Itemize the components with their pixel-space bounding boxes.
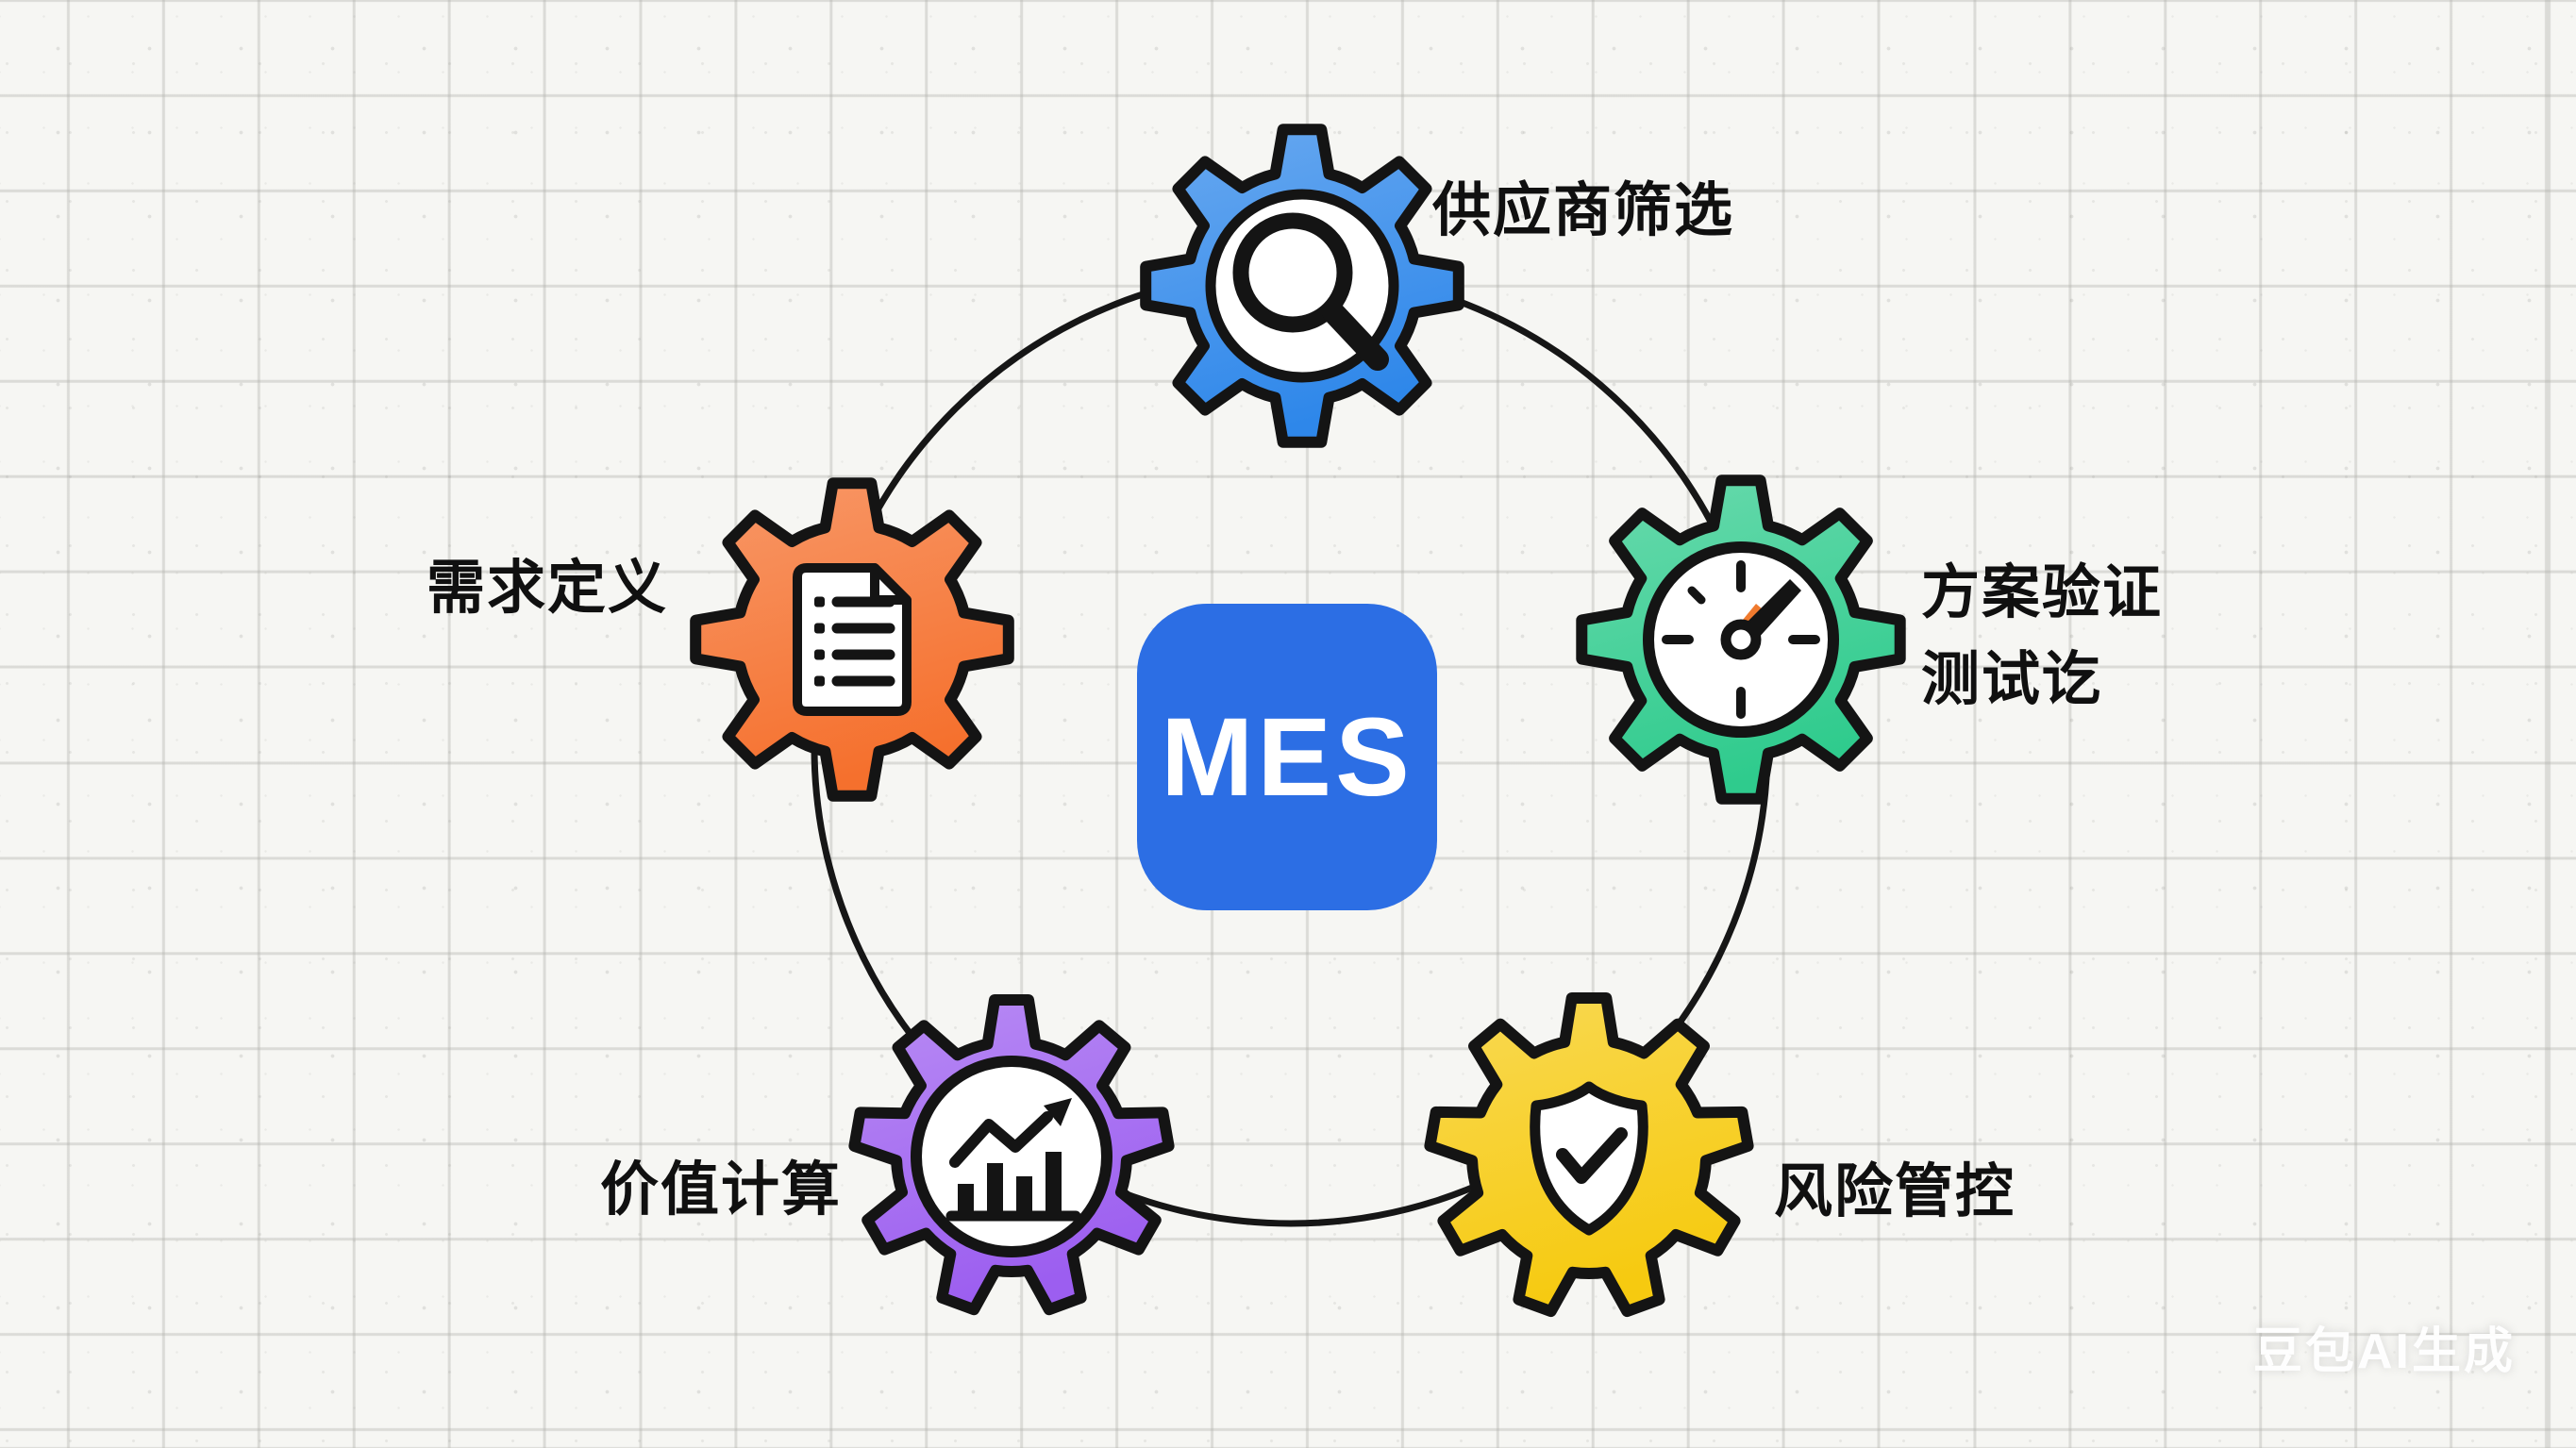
- check-mark: [1556, 1127, 1628, 1184]
- list-bullet: [814, 675, 825, 687]
- magnifier-icon: [1232, 212, 1389, 371]
- icon-disc: [911, 1056, 1112, 1257]
- shield-check-icon: [1530, 1081, 1648, 1236]
- chart-bar: [1045, 1152, 1062, 1216]
- mes-center-node: MES: [1137, 604, 1437, 910]
- bar-chart-icon: [945, 1098, 1081, 1222]
- magnifier-handle: [1322, 301, 1389, 371]
- gauge-icon: [1662, 560, 1820, 719]
- gear-supplier-screening: [1140, 124, 1464, 448]
- gear-value-calculation: [848, 994, 1175, 1316]
- label-line-1: 方案验证: [1921, 560, 2164, 625]
- document-list-icon: [793, 563, 912, 716]
- gauge-hub: [1720, 619, 1762, 660]
- magnifier-lens: [1232, 212, 1353, 333]
- label-supplier-screening: 供应商筛选: [1432, 178, 1735, 243]
- gauge-tick: [1687, 586, 1706, 605]
- list-bullet: [814, 649, 825, 660]
- chart-bar: [958, 1184, 974, 1216]
- mes-label: MES: [1161, 694, 1413, 820]
- watermark: 豆包AI生成: [2252, 1324, 2516, 1379]
- label-value-calculation: 价值计算: [600, 1157, 843, 1223]
- chart-bar: [987, 1163, 1003, 1216]
- chart-bar: [1016, 1176, 1032, 1216]
- label-risk-control: 风险管控: [1774, 1159, 2016, 1224]
- list-bullet: [814, 596, 825, 607]
- gear-risk-control: [1424, 992, 1754, 1318]
- label-line-2: 测试讫: [1921, 647, 2103, 712]
- label-requirement-definition: 需求定义: [427, 556, 669, 621]
- list-bullet: [814, 623, 825, 634]
- shield-shape: [1530, 1081, 1648, 1236]
- trend-line: [949, 1111, 1053, 1168]
- gear-solution-verification: [1576, 474, 1906, 805]
- gear-requirement-definition: [690, 477, 1014, 802]
- trend-arrowhead: [1044, 1098, 1072, 1126]
- label-solution-verification: 方案验证 测试讫: [1921, 550, 2163, 724]
